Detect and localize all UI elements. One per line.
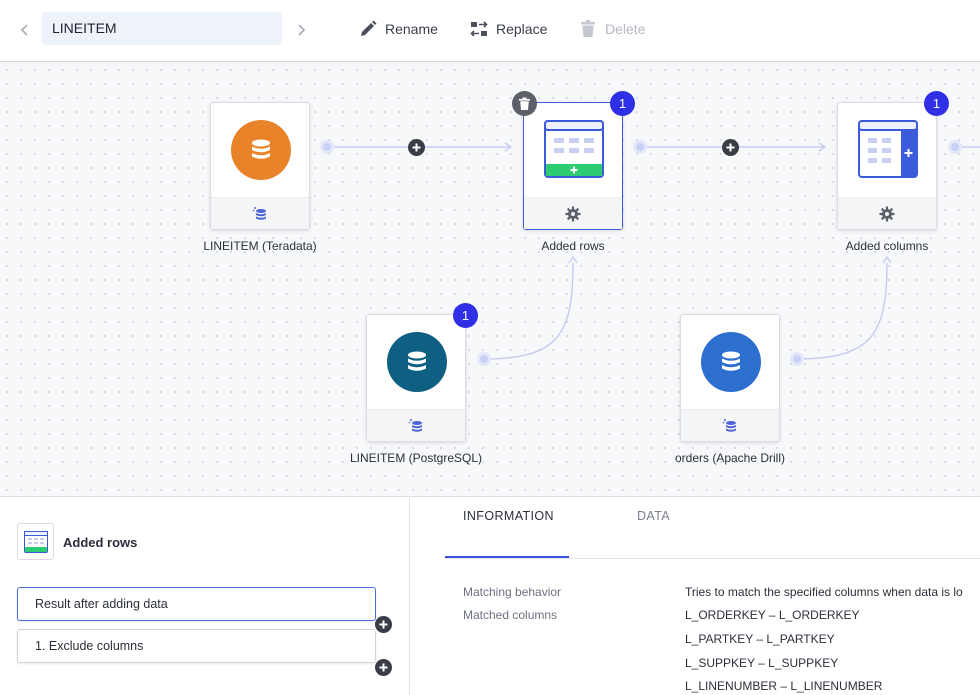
delete-button[interactable]: Delete [578,17,645,41]
info-value: Tries to match the specified columns whe… [685,585,963,599]
replace-button[interactable]: Replace [469,17,547,41]
flow-canvas[interactable]: LINEITEM (Teradata) 1 Added rows [0,63,980,497]
replace-label: Replace [496,21,548,37]
database-icon [701,332,761,392]
add-step-icon[interactable] [375,616,392,633]
data-source-icon [408,418,422,432]
data-source-icon [722,418,736,432]
rename-button[interactable]: Rename [358,17,438,41]
add-step-icon[interactable] [408,139,425,156]
step-exclude-columns[interactable]: 1. Exclude columns [17,629,376,663]
node-label: LINEITEM (PostgreSQL) [349,451,483,465]
database-icon [387,332,447,392]
tab-information[interactable]: INFORMATION [463,509,554,523]
delete-label: Delete [605,21,646,37]
pencil-icon [361,20,377,36]
add-step-icon[interactable] [722,139,739,156]
rename-label: Rename [385,21,438,37]
details-panel: INFORMATION DATA Matching behavior Tries… [411,498,980,695]
connector-lines [320,140,980,366]
delete-node-icon[interactable] [512,91,537,116]
node-badge: 1 [924,91,949,116]
info-key: Matching behavior [463,585,562,599]
info-value: L_ORDERKEY – L_ORDERKEY [685,608,860,622]
active-tab-indicator [445,556,569,558]
steps-panel: Added rows Result after adding data 1. E… [0,498,410,695]
database-icon [231,120,291,180]
tab-data[interactable]: DATA [637,509,671,523]
node-label: Added rows [541,239,605,253]
node-label: Added columns [845,239,929,253]
info-key: Matched columns [463,608,558,622]
node-badge: 1 [610,91,635,116]
table-add-rows-icon [17,523,54,560]
gear-icon[interactable] [879,206,895,222]
node-orders-apache-drill[interactable] [680,314,780,442]
step-name-field[interactable]: LINEITEM [42,12,282,45]
add-step-icon[interactable] [375,659,392,676]
node-badge: 1 [453,303,478,328]
node-lineitem-postgresql[interactable] [366,314,466,442]
chevron-right-icon[interactable] [294,21,308,39]
node-label: orders (Apache Drill) [674,451,786,465]
step-result[interactable]: Result after adding data [17,587,376,621]
info-value: L_SUPPKEY – L_SUPPKEY [685,656,839,670]
info-value: L_LINENUMBER – L_LINENUMBER [685,679,883,693]
trash-icon [581,20,595,37]
tab-divider [445,558,980,559]
node-label: LINEITEM (Teradata) [203,239,317,253]
chevron-left-icon[interactable] [18,21,32,39]
panel-title: Added rows [63,535,138,550]
data-source-icon [252,206,266,220]
node-added-columns[interactable] [837,102,937,230]
toolbar: LINEITEM Rename Replace Delete [0,0,980,62]
node-lineitem-teradata[interactable] [210,102,310,230]
table-add-columns-icon [858,120,918,178]
table-add-rows-icon [544,120,604,178]
info-value: L_PARTKEY – L_PARTKEY [685,632,835,646]
gear-icon[interactable] [565,206,581,222]
node-added-rows[interactable] [523,102,623,230]
swap-icon [470,21,488,37]
